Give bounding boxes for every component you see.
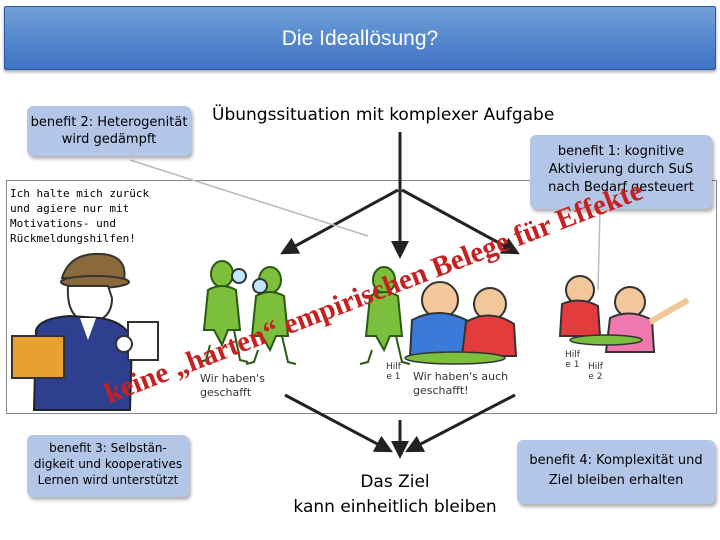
help-label-right-b-line-2: e 2 [588,372,603,382]
green-figures-left [199,260,297,365]
teacher-figure [11,252,159,411]
green-figure-middle [359,266,411,365]
callout-benefit-1: benefit 1: kognitive Aktivierung durch S… [530,135,712,209]
help-label-right-a-line-2: e 1 [565,360,580,370]
quote-middle: Wir haben's auch geschafft! [413,370,508,398]
teacher-note: Ich halte mich zurück und agiere nur mit… [10,186,150,246]
quote-left-line-2: geschafft [200,386,252,399]
callout-benefit-3-line-1: benefit 3: Selbstän- [49,441,167,455]
quote-left-line-1: Wir haben's [200,372,265,385]
pointer-benefit2 [129,159,369,237]
pointer-benefit1 [597,209,601,291]
callout-benefit-1-line-3: nach Bedarf gesteuert [548,180,694,195]
help-label-right-a: Hilf e 1 [565,350,580,370]
callout-benefit-3-line-2: digkeit und kooperatives [33,457,183,471]
callout-benefit-4-line-1: benefit 4: Komplexität und [529,453,703,468]
exercise-label: Übungssituation mit komplexer Aufgabe [212,105,555,125]
teacher-note-line-4: Rückmeldungshilfen! [10,232,136,245]
teacher-note-line-2: und agiere nur mit [10,202,130,215]
goal-line-2: kann einheitlich bleiben [293,497,497,517]
callout-benefit-1-line-2: Aktivierung durch SuS [548,162,694,177]
arrow-right-goal [405,393,516,453]
callout-benefit-4: benefit 4: Komplexität und Ziel bleiben … [517,440,715,504]
help-label-middle-line-1: Hilf [386,362,401,372]
quote-middle-line-2: geschafft! [413,384,469,397]
callout-benefit-3-line-3: Lernen wird unterstützt [37,473,179,487]
callout-benefit-3: benefit 3: Selbstän- digkeit und koopera… [27,435,189,497]
student-group-right [558,275,690,353]
quote-left: Wir haben's geschafft [200,372,265,400]
goal-line-1: Das Ziel [360,472,430,492]
arrow-left-goal [284,393,393,453]
callout-benefit-4-line-2: Ziel bleiben erhalten [548,473,684,488]
callout-benefit-2: benefit 2: Heterogenität wird gedämpft [27,106,191,156]
teacher-note-line-1: Ich halte mich zurück [10,187,150,200]
callout-benefit-2-line-2: wird gedämpft [61,132,157,147]
student-group-middle [404,281,518,365]
arrow-left [280,188,399,255]
title-bar: Die Ideallösung? [4,6,716,70]
help-label-right-a-line-1: Hilf [565,350,580,360]
scene-frame [6,180,717,414]
callout-benefit-2-line-1: benefit 2: Heterogenität [30,115,188,130]
quote-middle-line-1: Wir haben's auch [413,370,509,383]
slide-title: Die Ideallösung? [281,27,439,50]
arrows [280,132,520,459]
arrow-right [401,188,520,255]
callout-benefit-1-line-1: benefit 1: kognitive [557,144,685,159]
help-label-right-b: Hilf e 2 [588,362,603,382]
help-label-right-b-line-1: Hilf [588,362,603,372]
goal-label: Das Ziel kann einheitlich bleiben [285,470,505,520]
magnifier-icon [231,268,268,294]
teacher-note-line-3: Motivations- und [10,217,116,230]
help-label-middle: Hilf e 1 [386,362,401,382]
help-label-middle-line-2: e 1 [386,372,401,382]
